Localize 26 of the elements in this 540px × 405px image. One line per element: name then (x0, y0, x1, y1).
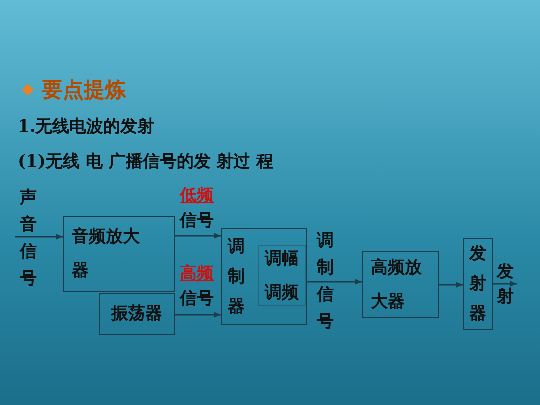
arrow (175, 233, 221, 239)
process-box (221, 228, 307, 325)
arrow (175, 312, 221, 318)
arrow (439, 282, 463, 288)
title: 要点提炼 (42, 77, 126, 104)
arrow (15, 234, 63, 240)
process-box (258, 245, 306, 306)
process-box (362, 251, 439, 318)
process-box (463, 238, 493, 330)
edge-label: 高频信号 (180, 263, 215, 311)
arrow (493, 281, 517, 287)
edge-label: 调制信号 (317, 230, 335, 334)
box-label: 调幅调频 (264, 248, 300, 304)
box-label: 高频放大器 (371, 256, 423, 314)
edge-label: 发射 (497, 261, 515, 309)
box-label: 发射器 (468, 243, 488, 326)
edge-label: 低频信号 (180, 185, 215, 233)
box-label: 调制器 (228, 236, 246, 318)
process-box (63, 216, 175, 292)
box-label: 音频放大器 (72, 226, 141, 283)
process-box (99, 293, 175, 335)
heading-text: (1)无线 电 广播信号的发 射过 程 (18, 151, 274, 173)
arrow (307, 279, 362, 285)
heading-text: 1.无线电波的发射 (18, 116, 155, 138)
box-label: 振荡器 (110, 303, 164, 326)
edge-label: 声音信号 (20, 187, 38, 291)
